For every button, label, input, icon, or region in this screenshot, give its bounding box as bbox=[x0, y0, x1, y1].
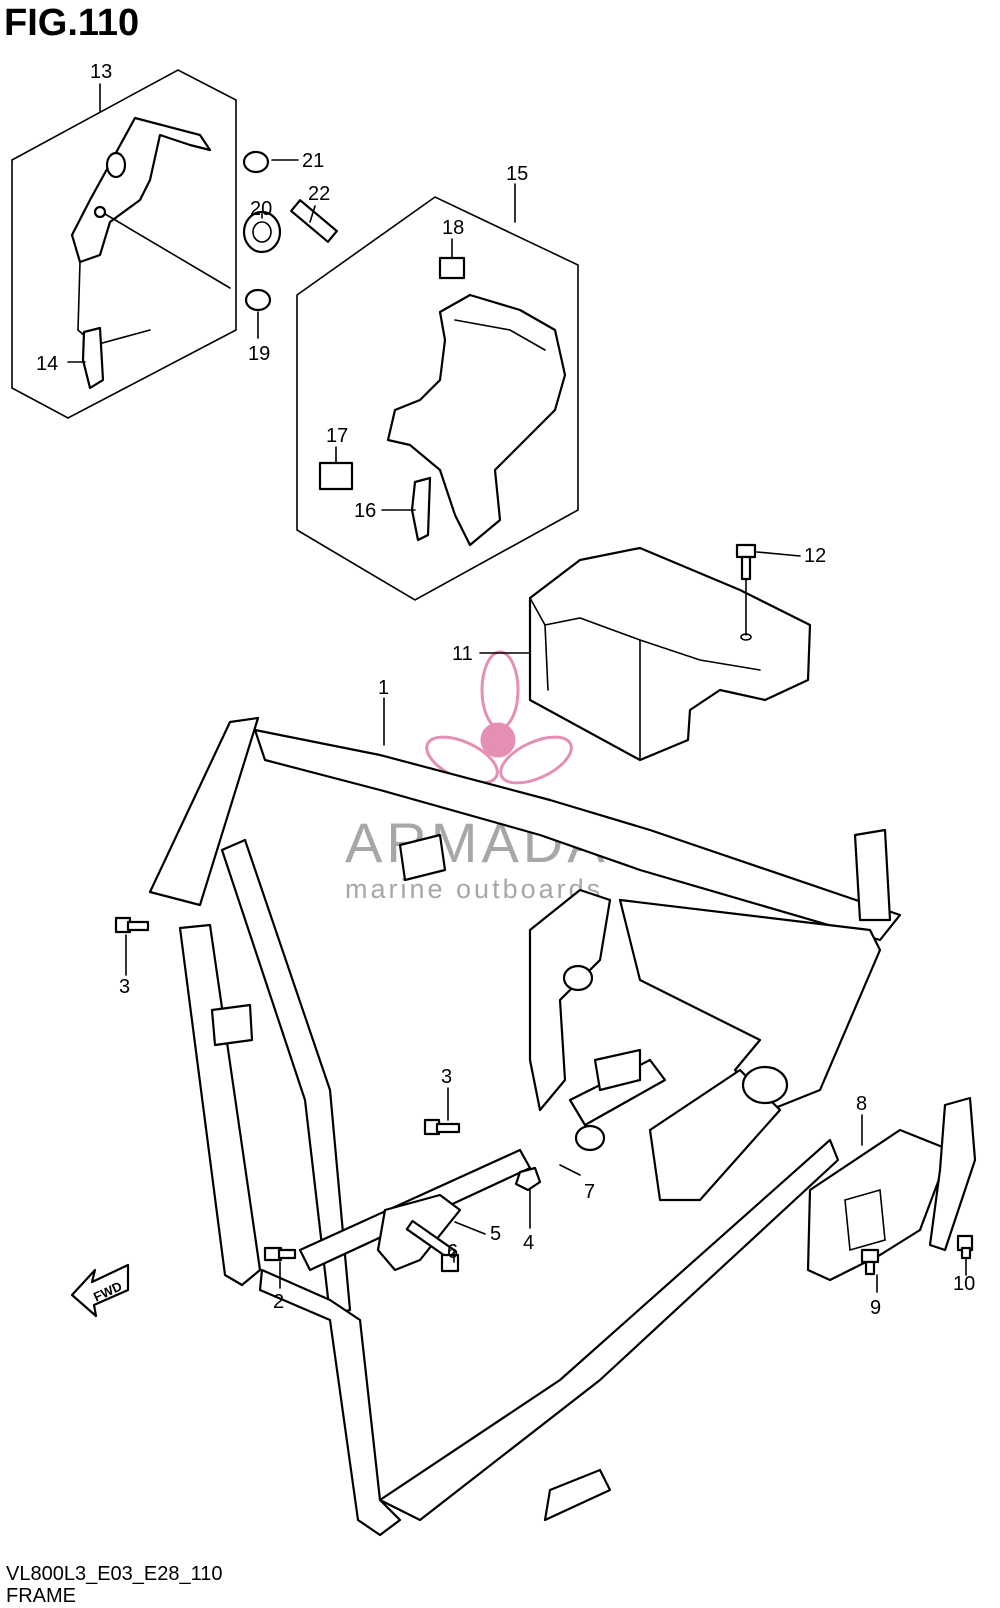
callout-2: 2 bbox=[273, 1291, 284, 1313]
battery-tray-edge bbox=[529, 597, 761, 671]
frame-head-pipe bbox=[148, 716, 260, 907]
callout-3-lower: 3 bbox=[441, 1066, 452, 1088]
bracket-part-8-arm bbox=[928, 1096, 977, 1252]
callout-14: 14 bbox=[36, 353, 58, 375]
callout-18: 18 bbox=[442, 217, 464, 239]
frame-lower-cradle-left bbox=[258, 1268, 402, 1537]
callout-20: 20 bbox=[250, 198, 272, 220]
callout-numbers: 13 14 21 22 20 19 15 18 17 16 12 11 1 3 … bbox=[36, 61, 975, 1319]
callout-5: 5 bbox=[490, 1223, 501, 1245]
callout-10: 10 bbox=[953, 1273, 975, 1295]
battery-tray-part-11 bbox=[528, 546, 812, 762]
callout-13: 13 bbox=[90, 61, 112, 83]
callout-8: 8 bbox=[856, 1093, 867, 1115]
side-cover-part-13 bbox=[70, 116, 212, 264]
figure-title: FIG.110 bbox=[4, 2, 140, 44]
collar-part-19 bbox=[244, 288, 272, 312]
frame-front-down-tube-right bbox=[220, 838, 352, 1317]
callout-16: 16 bbox=[354, 500, 376, 522]
group-name: FRAME bbox=[6, 1585, 76, 1607]
frame-rear-upright bbox=[853, 828, 892, 922]
callout-22: 22 bbox=[308, 183, 330, 205]
frame-plate bbox=[210, 1003, 254, 1047]
kit-box-15 bbox=[296, 196, 579, 601]
model-code: VL800L3_E03_E28_110 bbox=[6, 1563, 223, 1585]
frame-engine-mount-left bbox=[528, 888, 612, 1112]
callout-9: 9 bbox=[870, 1297, 881, 1319]
tape-part-22 bbox=[290, 199, 338, 243]
frame-cover-ridge bbox=[454, 319, 546, 351]
callout-1: 1 bbox=[378, 677, 389, 699]
grommet-inner bbox=[252, 221, 272, 243]
frame-gusset bbox=[398, 833, 447, 882]
callout-6: 6 bbox=[447, 1241, 458, 1263]
nut-part-4 bbox=[514, 1166, 542, 1192]
bolt-part-12 bbox=[735, 543, 757, 641]
kit-box-13 bbox=[11, 69, 237, 419]
leader-line-cover bbox=[104, 213, 231, 289]
callout-4: 4 bbox=[523, 1232, 534, 1254]
cushion-part-21 bbox=[242, 150, 270, 174]
bolt-part-2 bbox=[263, 1246, 297, 1262]
bolt-part-3-upper bbox=[114, 916, 150, 934]
callout-7: 7 bbox=[584, 1181, 595, 1203]
cushion-part-18 bbox=[438, 256, 466, 280]
bolt-part-3-lower bbox=[423, 1118, 461, 1136]
leader-lines bbox=[67, 83, 967, 1293]
frame-top-tube bbox=[253, 728, 902, 942]
strip-part-16 bbox=[410, 476, 432, 542]
bolt-part-10 bbox=[956, 1234, 974, 1260]
callout-21: 21 bbox=[302, 150, 324, 172]
callout-3-upper: 3 bbox=[119, 976, 130, 998]
frame-lower-rail bbox=[378, 1138, 840, 1522]
frame-cover-part-15 bbox=[386, 293, 567, 547]
side-cover-grommet-hole bbox=[93, 205, 107, 219]
side-cover-hole bbox=[105, 151, 127, 179]
cover-strip-part-14 bbox=[81, 326, 105, 390]
frame-front-down-tube-left bbox=[178, 923, 262, 1287]
frame-part-1 bbox=[148, 716, 902, 1537]
callout-15: 15 bbox=[506, 163, 528, 185]
fwd-direction-arrow: FWD bbox=[70, 1263, 130, 1318]
battery-tray-wall bbox=[544, 624, 549, 691]
watermark-tagline: marine outboards bbox=[345, 874, 603, 904]
bolt-part-9 bbox=[860, 1248, 880, 1276]
callout-19: 19 bbox=[248, 343, 270, 365]
bracket-part-8-window bbox=[844, 1188, 886, 1252]
callout-12: 12 bbox=[804, 545, 826, 567]
spacer-part-7 bbox=[574, 1124, 606, 1152]
cushion-part-17 bbox=[318, 461, 354, 491]
grommet-part-20 bbox=[242, 210, 282, 254]
frame-swingarm-pivot bbox=[648, 1068, 782, 1202]
frame-pivot-boss bbox=[741, 1065, 789, 1105]
bracket-part-8 bbox=[806, 1128, 952, 1282]
frame-rear-bracket bbox=[543, 1468, 612, 1522]
callout-17: 17 bbox=[326, 425, 348, 447]
frame-bracket-plate bbox=[593, 1048, 642, 1092]
frame-mount-boss bbox=[562, 964, 594, 992]
callout-11: 11 bbox=[452, 643, 473, 665]
